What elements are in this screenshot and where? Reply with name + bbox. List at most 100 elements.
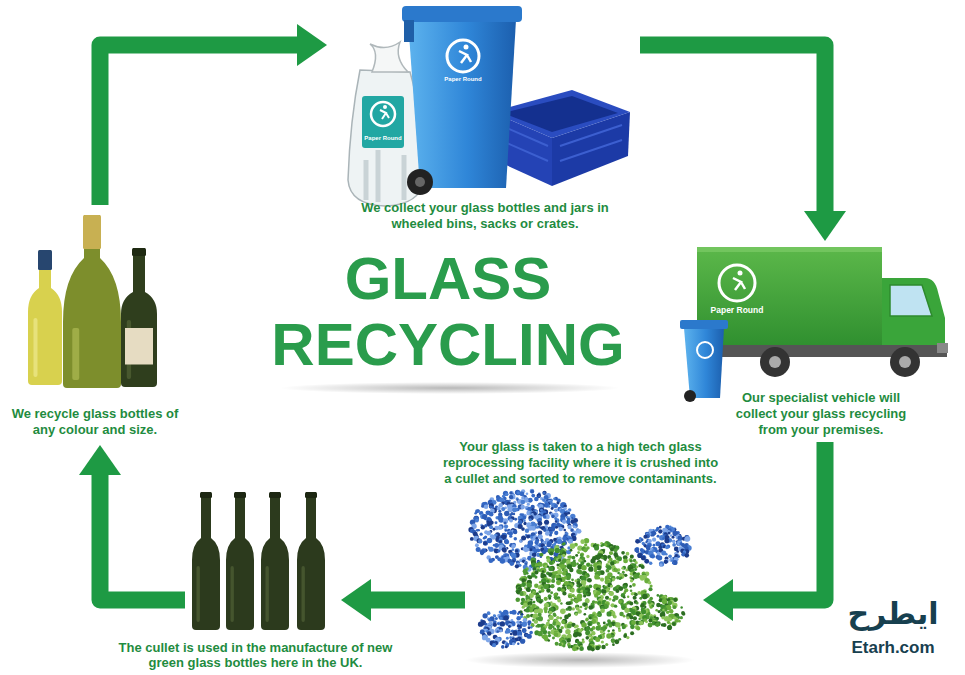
truck-wheel: [890, 347, 920, 377]
arrow-shaft: [100, 472, 185, 600]
cullet-chip: [648, 587, 652, 591]
cullet-chip: [573, 632, 578, 637]
cullet-chip: [551, 575, 555, 579]
stage-caption: Our specialist vehicle will collect your…: [731, 390, 911, 438]
bottle-cap: [269, 492, 281, 498]
wheelie-bin: [402, 6, 522, 195]
bottle-label: [125, 328, 153, 365]
cullet-chip: [535, 625, 537, 627]
arrow-head: [703, 579, 733, 621]
cullet-chip: [562, 587, 567, 592]
sack-contents: [366, 150, 404, 202]
watermark: Etarh.com: [851, 638, 934, 658]
cullet-chip: [475, 543, 479, 547]
cullet-chip: [505, 630, 509, 634]
cullet-chip: [601, 557, 604, 560]
cullet-chip: [603, 622, 606, 625]
cullet-chip: [550, 591, 553, 594]
cullet-chip: [606, 633, 612, 639]
bottle-highlight: [301, 566, 304, 622]
cullet-chip: [505, 493, 507, 495]
cullet-chip: [659, 563, 662, 566]
cullet-chip: [591, 647, 595, 651]
cullet-chip: [664, 538, 669, 543]
cullet-chip: [626, 616, 629, 619]
cullet-chip: [521, 621, 526, 626]
cullet-chip: [648, 581, 652, 585]
cullet-chip: [525, 529, 529, 533]
truck-bumper: [937, 343, 948, 353]
cullet-chip: [522, 628, 527, 633]
cullet-chip: [672, 622, 676, 626]
cullet-chip: [636, 550, 640, 554]
cullet-chip: [480, 552, 484, 556]
cullet-chip: [569, 568, 573, 572]
cullet-chip: [578, 629, 582, 633]
bottle-cap: [234, 492, 246, 498]
cullet-chip: [531, 526, 536, 531]
cullet-chip: [526, 614, 530, 618]
cullet-chip: [503, 615, 508, 620]
cullet-chip: [505, 493, 508, 496]
cullet-chip: [650, 606, 653, 609]
caption-holder: Your glass is taken to a high tech glass…: [439, 439, 723, 487]
cullet-chip: [541, 568, 546, 573]
cullet-chip: [489, 547, 494, 552]
cullet-chip: [501, 507, 505, 511]
cullet-chip: [505, 645, 508, 648]
cullet-chip: [670, 534, 673, 537]
cullet-chip: [517, 642, 519, 644]
cullet-chip: [633, 596, 637, 600]
cullet-chip: [483, 540, 488, 545]
cullet-chip: [574, 626, 577, 629]
stage-caption: Your glass is taken to a high tech glass…: [439, 439, 723, 487]
title: GLASS RECYCLING: [248, 246, 648, 378]
cullet-chip: [664, 560, 667, 563]
cullet-chip: [489, 503, 494, 508]
cullet-chip: [616, 623, 620, 627]
cullet-chip: [604, 543, 607, 546]
cullet-chip: [588, 623, 590, 625]
cullet-chip: [652, 538, 656, 542]
cullet-chip: [534, 619, 538, 623]
cullet-chip: [539, 563, 543, 567]
cullet-chip: [641, 565, 645, 569]
cullet-chip: [639, 614, 642, 617]
cullet-chip: [680, 616, 683, 619]
cullet-chip: [496, 630, 498, 632]
cullet-chip: [475, 519, 479, 523]
cullet-chip: [503, 549, 507, 553]
cullet-chip: [572, 556, 576, 560]
cullet-chip: [512, 631, 517, 636]
cullet-chip: [568, 645, 571, 648]
stage-caption: We recycle glass bottles of any colour a…: [5, 406, 185, 438]
logo-ring: [447, 40, 479, 72]
truck-body: [697, 247, 882, 347]
brand-label: Paper Round: [364, 135, 401, 142]
cullet-chip: [551, 515, 555, 519]
cullet-chip: [622, 625, 626, 629]
cullet-chip: [636, 626, 640, 630]
cullet-chip: [649, 597, 653, 601]
cullet-chip: [570, 543, 576, 549]
cullet-chip: [672, 562, 675, 565]
cullet-chip: [615, 589, 619, 593]
cullet-chip: [633, 616, 637, 620]
cullet-chip: [523, 572, 526, 575]
cullet-chip: [627, 595, 629, 597]
cullet-chip: [521, 639, 526, 644]
cullet-chip: [515, 597, 520, 602]
cullet-chip: [630, 590, 633, 593]
cullet-chip: [556, 580, 561, 585]
cullet-chip: [524, 547, 529, 552]
cullet-chip: [594, 546, 599, 551]
bin-body: [684, 328, 724, 398]
cullet-chip: [635, 539, 640, 544]
cullet-chip: [544, 610, 547, 613]
cullet-chip: [500, 617, 503, 620]
cullet-chip: [612, 643, 615, 646]
cullet-chip: [563, 529, 566, 532]
cullet-chip: [546, 580, 549, 583]
cullet-chip: [574, 526, 577, 529]
